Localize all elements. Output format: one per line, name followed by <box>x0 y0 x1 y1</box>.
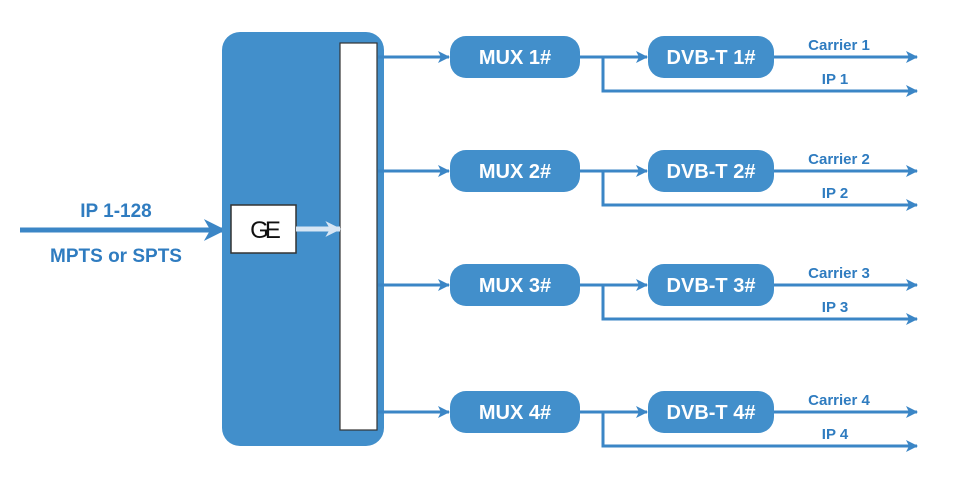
distribution-bus <box>339 42 378 431</box>
input-label-ip: IP 1-128 <box>80 201 151 222</box>
carrier-label-2: Carrier 2 <box>808 151 870 168</box>
ip-output-label-2: IP 2 <box>822 185 848 202</box>
modulator-label-4: DVB-T 4# <box>667 402 756 424</box>
carrier-label-4: Carrier 4 <box>808 392 870 409</box>
modulator-box-1 <box>648 36 774 78</box>
ip-output-arrow-4 <box>601 412 918 452</box>
mux-label-3: MUX 3# <box>479 275 551 297</box>
modulator-label-2: DVB-T 2# <box>667 161 756 183</box>
mux-label-1: MUX 1# <box>479 47 551 69</box>
mux-box-1 <box>450 36 580 78</box>
mux-label-2: MUX 2# <box>479 161 551 183</box>
ip-output-label-1: IP 1 <box>822 71 848 88</box>
carrier-label-3: Carrier 3 <box>808 265 870 282</box>
ip-output-arrow-2 <box>601 171 918 211</box>
modulator-box-4 <box>648 391 774 433</box>
ip-output-arrow-3 <box>601 285 918 325</box>
modulator-box-3 <box>648 264 774 306</box>
ip-output-label-4: IP 4 <box>822 426 849 443</box>
modulator-label-3: DVB-T 3# <box>667 275 756 297</box>
mux-box-3 <box>450 264 580 306</box>
mux-box-2 <box>450 150 580 192</box>
ge-interface-label: GE <box>250 217 280 244</box>
modulator-box-2 <box>648 150 774 192</box>
input-label-stream-type: MPTS or SPTS <box>50 246 182 267</box>
carrier-label-1: Carrier 1 <box>808 37 870 54</box>
modulator-label-1: DVB-T 1# <box>667 47 756 69</box>
ip-output-arrow-1 <box>601 57 918 97</box>
mux-box-4 <box>450 391 580 433</box>
mux-label-4: MUX 4# <box>479 402 551 424</box>
ip-output-label-3: IP 3 <box>822 299 848 316</box>
channel-rows: MUX 1# DVB-T 1# Carrier 1 IP 1 MUX 2# DVB-T 2… <box>378 36 918 452</box>
